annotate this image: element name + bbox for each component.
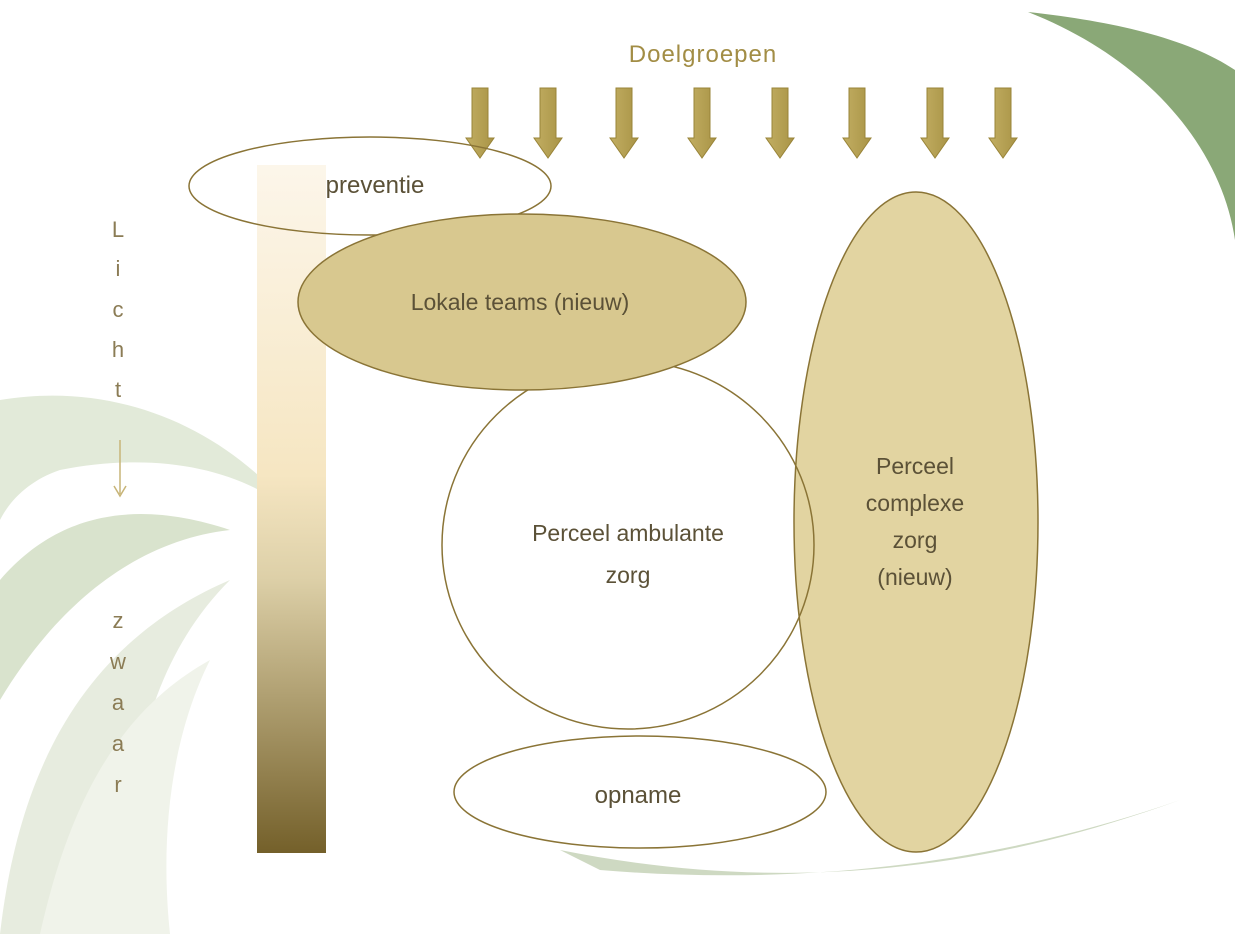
- scale-label-light: L i c h t: [112, 217, 124, 402]
- down-arrow-icon: [533, 87, 563, 159]
- target-group-arrows: [465, 87, 1018, 159]
- bottom-sweep: [560, 800, 1180, 876]
- scale-letter: a: [112, 690, 125, 715]
- scale-down-arrow-icon: [113, 440, 127, 498]
- left-swirl-mid: [0, 514, 230, 700]
- down-arrow-icon: [765, 87, 795, 159]
- label-lokale-teams: Lokale teams (nieuw): [411, 289, 630, 315]
- scale-label-heavy: z w a a r: [109, 608, 126, 797]
- down-arrow-icon: [842, 87, 872, 159]
- label-ambulante-line1: Perceel ambulante: [532, 520, 724, 546]
- label-complexe-line4: (nieuw): [877, 564, 952, 590]
- left-swirl-light: [0, 395, 300, 520]
- node-complexe-zorg: [793, 191, 1039, 853]
- down-arrow-icon: [609, 87, 639, 159]
- scale-letter: c: [113, 297, 124, 322]
- scale-letter: a: [112, 731, 125, 756]
- scale-letter: r: [114, 772, 121, 797]
- down-arrow-icon: [687, 87, 717, 159]
- node-preventie: [188, 136, 552, 236]
- scale-letter: i: [116, 256, 121, 281]
- node-opname: [453, 735, 827, 849]
- scale-letter: h: [112, 337, 124, 362]
- title-doelgroepen: Doelgroepen: [629, 41, 777, 68]
- node-lokale-teams: [297, 213, 747, 391]
- corner-swoosh-top-right: [1028, 12, 1235, 240]
- label-opname: opname: [595, 782, 682, 809]
- down-arrow-icon: [920, 87, 950, 159]
- label-preventie: preventie: [326, 172, 425, 199]
- label-complexe-line2: complexe: [866, 490, 964, 516]
- label-complexe-line3: zorg: [893, 527, 938, 553]
- left-swirl-bottom-2: [40, 660, 210, 934]
- scale-letter: w: [109, 649, 126, 674]
- scale-letter: t: [115, 377, 121, 402]
- background-decoration: [0, 12, 1235, 934]
- scale-letter: L: [112, 217, 124, 242]
- label-ambulante-line2: zorg: [606, 562, 651, 588]
- scale-letter: z: [113, 608, 124, 633]
- label-complexe-line1: Perceel: [876, 453, 954, 479]
- down-arrow-icon: [988, 87, 1018, 159]
